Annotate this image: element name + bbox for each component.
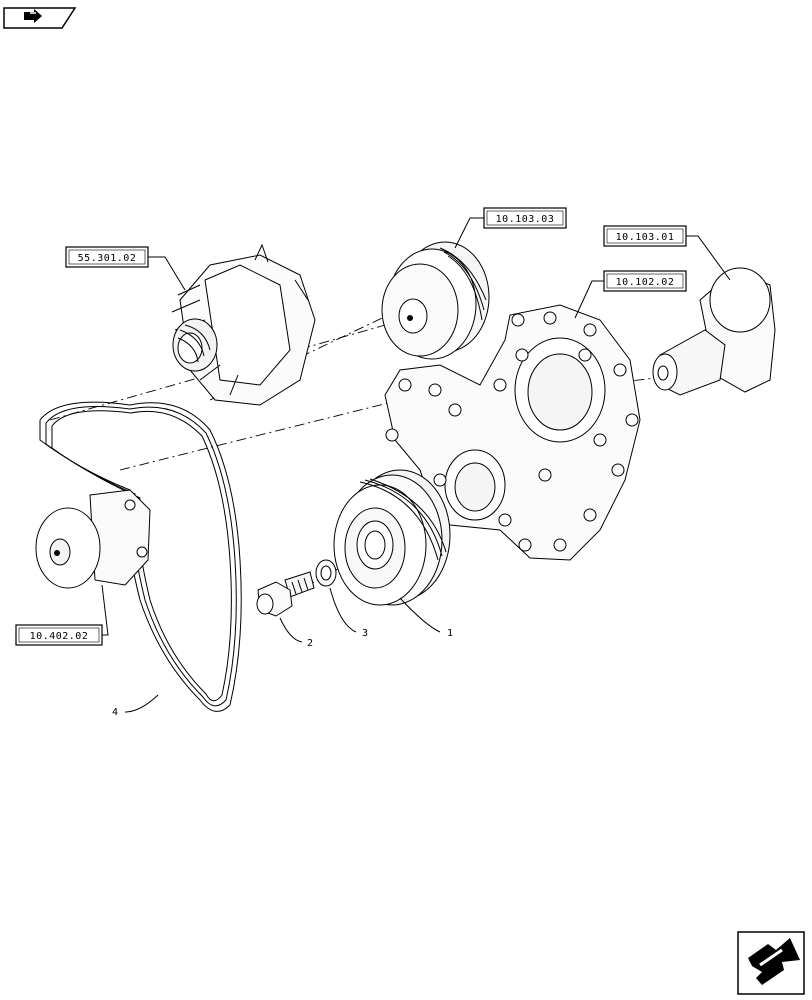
return-button[interactable] xyxy=(737,931,805,995)
water-pump-part xyxy=(35,489,151,589)
ref-crankshaft-label: 10.103.01 xyxy=(616,232,675,243)
timing-cover-part xyxy=(384,304,641,561)
ref-timing-cover-label: 10.102.02 xyxy=(616,277,675,288)
ref-alternator-label: 55.301.02 xyxy=(78,253,137,264)
damper-pulley-part xyxy=(333,469,451,606)
leader-water-pump xyxy=(101,584,109,636)
ref-fan-pulley-label: 10.103.03 xyxy=(496,214,555,225)
item-1-label: 1 xyxy=(447,628,453,639)
item-2-label: 2 xyxy=(307,638,313,649)
ref-box-water-pump[interactable]: 10.402.02 xyxy=(15,624,103,646)
callout-item-3: 3 xyxy=(329,587,368,639)
alternator-part xyxy=(171,243,316,406)
fan-pulley-part xyxy=(381,241,490,360)
leader-crankshaft xyxy=(686,235,731,281)
callout-item-4: 4 xyxy=(112,694,159,718)
ref-water-pump-label: 10.402.02 xyxy=(30,631,89,642)
item-4-label: 4 xyxy=(112,707,118,718)
ref-box-crankshaft[interactable]: 10.103.01 xyxy=(603,225,687,247)
return-arrow-icon xyxy=(748,938,800,985)
section-arrow-icon xyxy=(24,9,42,23)
ref-box-fan-pulley[interactable]: 10.103.03 xyxy=(483,207,567,229)
callout-item-2: 2 xyxy=(279,617,313,649)
ref-box-alternator[interactable]: 55.301.02 xyxy=(65,246,149,268)
top-nav-button[interactable] xyxy=(3,7,77,29)
leader-timing-cover xyxy=(574,280,604,319)
ref-box-timing-cover[interactable]: 10.102.02 xyxy=(603,270,687,292)
item-3-label: 3 xyxy=(362,628,368,639)
washer-part xyxy=(315,559,337,587)
leader-fan-pulley xyxy=(454,217,484,249)
leader-alternator xyxy=(148,256,186,291)
callout-item-1: 1 xyxy=(399,597,453,639)
screw-part xyxy=(256,571,315,617)
crankshaft-part xyxy=(652,267,776,396)
